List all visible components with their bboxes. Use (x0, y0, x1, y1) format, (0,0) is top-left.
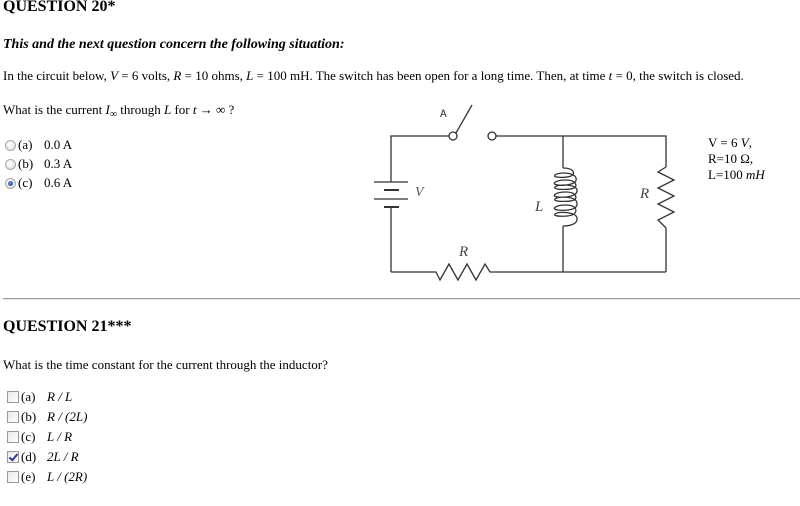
switch-terminal-left (448, 131, 458, 141)
inductor-label: L (534, 199, 543, 215)
option-label: (c) (21, 429, 36, 444)
wire-top-left (390, 135, 449, 182)
series-resistor-zigzag (391, 262, 495, 282)
text-segment: = 10 ohms, (181, 68, 247, 83)
option-label: (d) (21, 449, 37, 464)
question-21-title: QUESTION 21*** (3, 318, 132, 335)
text-segment: V = 6 (708, 135, 741, 150)
text-segment: = 0, the switch is closed. (612, 68, 744, 83)
wire-top-right (496, 135, 667, 167)
subscript-infinity: ∞ (109, 109, 117, 120)
question-20-title: QUESTION 20* (3, 0, 116, 15)
unit-millihenry: mH (746, 167, 765, 182)
var-t: t (192, 102, 197, 117)
series-resistor-label: R (458, 244, 468, 260)
given-resistance: R=10 Ω, (708, 151, 754, 166)
circuit-diagram: A V L R R (374, 104, 676, 282)
option-text: 0.0 A (44, 137, 73, 152)
option-text: 0.6 A (44, 175, 73, 190)
q20-option-c[interactable]: (c) 0.6 A (5, 174, 72, 192)
section-divider (3, 298, 800, 300)
var-v: V (110, 68, 119, 83)
q20-option-b[interactable]: (b) 0.3 A (5, 155, 72, 173)
text-segment: for (171, 102, 193, 117)
var-t: t (608, 68, 613, 83)
option-text: 2L / R (47, 449, 79, 464)
option-text: L / (2R) (47, 469, 88, 484)
battery-icon (374, 181, 408, 208)
text-segment: = 6 volts, (118, 68, 174, 83)
situation-text: In the circuit below, V = 6 volts, R = 1… (3, 68, 744, 84)
switch-label: A (440, 109, 447, 121)
q21-option-b[interactable]: (b) R / (2L) (7, 408, 87, 426)
unit-volt: V (740, 135, 749, 150)
radio-button[interactable] (5, 158, 16, 170)
text-segment: , (748, 135, 752, 150)
q21-option-a[interactable]: (a) R / L (7, 388, 72, 406)
given-inductance: L=100 mH (708, 167, 765, 183)
option-label: (e) (21, 469, 36, 484)
given-voltage: V = 6 V, (708, 135, 765, 151)
text-segment: In the circuit below, (3, 68, 111, 83)
parallel-resistor-zigzag (656, 166, 676, 229)
radio-button-selected[interactable] (5, 177, 16, 189)
var-r: R (173, 68, 182, 83)
option-text: R / (2L) (47, 409, 88, 424)
text-segment: = 100 mH. The switch has been open for a… (253, 68, 609, 83)
q21-option-c[interactable]: (c) L / R (7, 428, 72, 446)
text-segment: through (117, 102, 164, 117)
text-segment: What is the current (3, 102, 106, 117)
option-text: 0.3 A (44, 156, 73, 171)
checkbox[interactable] (7, 471, 19, 483)
question-20-intro: This and the next question concern the f… (3, 37, 345, 52)
checkbox[interactable] (7, 431, 19, 443)
var-l: L (163, 102, 172, 117)
switch-lever (455, 104, 473, 134)
option-label: (c) (18, 175, 33, 190)
option-label: (b) (21, 409, 37, 424)
option-text: R / L (47, 389, 73, 404)
checkbox[interactable] (7, 391, 19, 403)
switch-terminal-right (487, 131, 497, 141)
question-20-text: What is the current I∞ through L for t →… (3, 102, 234, 120)
question-21-text: What is the time constant for the curren… (3, 357, 328, 372)
q21-option-e[interactable]: (e) L / (2R) (7, 468, 87, 486)
option-label: (a) (18, 137, 33, 152)
option-label: (a) (21, 389, 36, 404)
checkbox[interactable] (7, 411, 19, 423)
checkbox-checked[interactable] (7, 451, 19, 463)
text-segment: L=100 (708, 167, 747, 182)
var-l: L (246, 68, 254, 83)
radio-button[interactable] (5, 139, 16, 151)
var-i: I (105, 102, 110, 117)
parallel-resistor-label: R (639, 186, 649, 202)
text-segment: → ∞ ? (196, 102, 235, 117)
option-text: L / R (47, 429, 73, 444)
battery-label: V (415, 185, 425, 200)
option-label: (b) (18, 156, 34, 171)
q20-option-a[interactable]: (a) 0.0 A (5, 136, 72, 154)
inductor-coil (553, 167, 578, 227)
given-values: V = 6 V, R=10 Ω, L=100 mH (708, 135, 765, 183)
q21-option-d[interactable]: (d) 2L / R (7, 448, 79, 466)
